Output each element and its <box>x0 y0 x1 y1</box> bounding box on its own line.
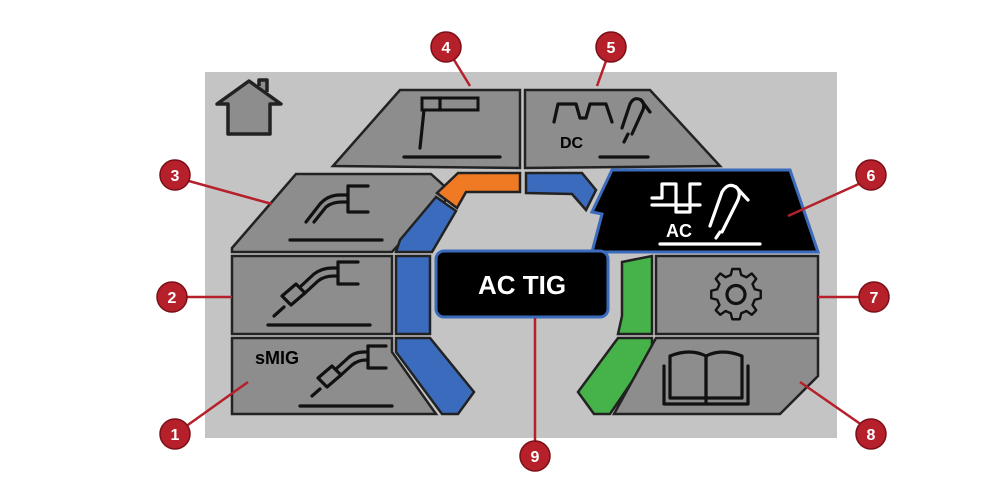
gear-icon <box>710 267 762 321</box>
smig-tile <box>230 336 439 416</box>
callout-6: 6 <box>855 159 887 191</box>
ring-segment-orange <box>435 171 522 210</box>
callout-5: 5 <box>595 31 627 63</box>
mig-tile <box>230 254 394 336</box>
book-icon <box>662 350 750 406</box>
mig-torch-icon <box>266 260 372 327</box>
ring-segment-blue-1 <box>394 195 458 254</box>
stick-button[interactable] <box>330 88 522 170</box>
callout-9: 9 <box>519 440 551 472</box>
ac-tig-button[interactable]: AC <box>589 168 821 254</box>
svg-text:7: 7 <box>870 290 879 307</box>
svg-text:6: 6 <box>867 168 876 185</box>
svg-text:9: 9 <box>531 449 540 466</box>
ring-segment-blue-2 <box>394 254 432 336</box>
callout-8: 8 <box>855 418 887 450</box>
ac-tig-tile <box>589 168 821 254</box>
settings-tile <box>654 254 820 336</box>
svg-text:4: 4 <box>442 40 451 57</box>
flux-core-button[interactable] <box>230 172 454 254</box>
dc-tig-torch-icon <box>552 97 652 159</box>
svg-text:5: 5 <box>607 40 616 57</box>
stick-electrode-icon <box>402 96 502 159</box>
flux-core-torch-icon <box>288 184 384 242</box>
smig-label: sMIG <box>255 348 299 368</box>
manual-button[interactable] <box>611 336 820 416</box>
mig-button[interactable] <box>230 254 394 336</box>
home-button[interactable] <box>215 78 283 136</box>
smig-torch-icon <box>298 344 394 408</box>
svg-text:3: 3 <box>171 168 180 185</box>
smig-button[interactable]: sMIG <box>230 336 439 416</box>
svg-text:1: 1 <box>171 427 180 444</box>
callout-4: 4 <box>430 31 462 63</box>
ring-segment-green-1 <box>616 254 654 336</box>
settings-button[interactable] <box>654 254 820 336</box>
ring-segment-green-2 <box>576 336 654 416</box>
mode-display-box <box>434 249 610 319</box>
svg-text:8: 8 <box>867 427 876 444</box>
ring-segment-blue-top <box>524 171 598 213</box>
callout-7: 7 <box>858 281 890 313</box>
dc-label: DC <box>560 135 584 152</box>
callout-2: 2 <box>156 281 188 313</box>
callout-1: 1 <box>159 418 191 450</box>
svg-text:2: 2 <box>168 290 177 307</box>
callout-3: 3 <box>159 159 191 191</box>
mode-ring <box>394 171 654 416</box>
mode-display: AC TIG <box>434 249 610 319</box>
ac-label: AC <box>666 221 692 241</box>
mode-display-text: AC TIG <box>478 270 566 300</box>
dc-tig-button[interactable]: DC <box>523 88 723 170</box>
ac-tig-torch-icon <box>650 182 762 246</box>
ring-segment-blue-3 <box>394 336 476 416</box>
home-icon <box>215 78 283 136</box>
